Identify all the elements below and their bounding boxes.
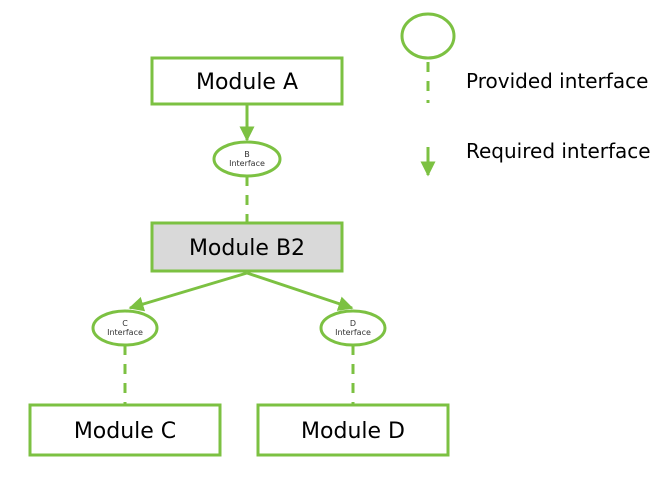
d-interface[interactable]: D Interface (319, 309, 387, 347)
legend-required-label: Required interface (466, 139, 651, 163)
c-interface[interactable]: C Interface (91, 309, 159, 347)
b-interface[interactable]: B Interface (212, 140, 282, 178)
module-a[interactable]: Module A (150, 56, 344, 106)
legend: Provided interface Required interface (400, 12, 651, 177)
module-b2[interactable]: Module B2 (150, 221, 344, 273)
c-interface-letter: C (122, 319, 128, 328)
c-interface-text: Interface (107, 328, 143, 337)
module-a-label: Module A (196, 70, 298, 95)
legend-provided-label: Provided interface (466, 69, 648, 93)
b-interface-letter: B (244, 150, 250, 159)
module-c-label: Module C (74, 419, 176, 444)
module-d[interactable]: Module D (256, 403, 450, 457)
d-interface-text: Interface (335, 328, 371, 337)
required-connector-b2-d (246, 271, 354, 311)
module-b2-label: Module B2 (189, 236, 305, 261)
b-interface-text: Interface (229, 159, 265, 168)
legend-provided-circle-icon (400, 12, 456, 60)
required-connector-b2-c (128, 271, 248, 312)
module-c[interactable]: Module C (28, 403, 222, 457)
module-d-label: Module D (301, 419, 405, 444)
d-interface-letter: D (350, 319, 356, 328)
